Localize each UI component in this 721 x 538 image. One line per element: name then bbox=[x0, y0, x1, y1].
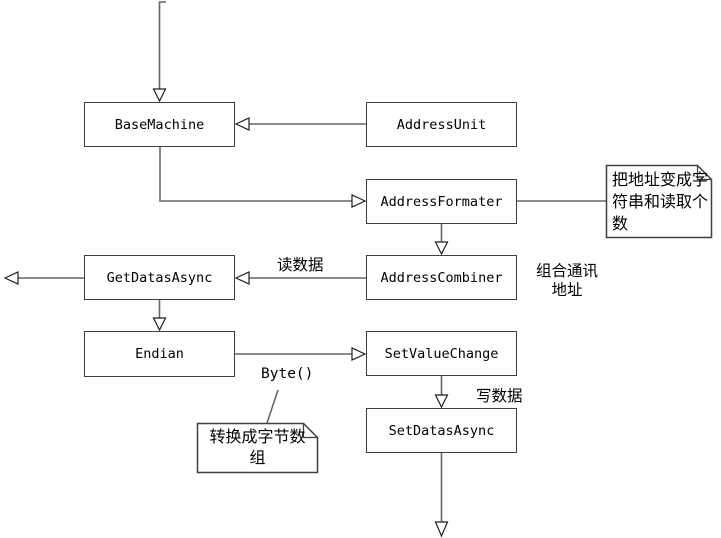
node-base-machine[interactable]: BaseMachine bbox=[84, 102, 235, 147]
edge-bytenote-diagonal bbox=[266, 389, 279, 424]
edge-label-read-data: 读数据 bbox=[277, 256, 324, 274]
note-fold-icon bbox=[696, 165, 712, 181]
arrowhead-down-icon bbox=[434, 394, 449, 409]
note-shape-byte bbox=[196, 422, 319, 474]
edge-label-combine-address: 组合通讯地址 bbox=[535, 262, 598, 299]
node-set-value-change[interactable]: SetValueChange bbox=[366, 331, 517, 376]
note-fold-icon bbox=[302, 423, 318, 439]
edge-top-to-basemachine bbox=[158, 1, 166, 89]
edge-label-write-data: 写数据 bbox=[476, 387, 523, 405]
node-label: GetDatasAsync bbox=[106, 269, 213, 286]
node-label: SetDatasAsync bbox=[388, 422, 495, 439]
note-byte-array[interactable]: 转换成字节数组 bbox=[209, 427, 306, 467]
node-address-unit[interactable]: AddressUnit bbox=[366, 102, 517, 147]
arrowhead-down-icon bbox=[152, 317, 167, 332]
note-shape-address bbox=[605, 164, 713, 239]
edge-basemachine-to-addressformater bbox=[159, 147, 352, 202]
arrowhead-left-icon bbox=[3, 271, 19, 285]
arrowhead-right-icon bbox=[351, 194, 367, 208]
node-label: Endian bbox=[135, 346, 184, 362]
arrowhead-left-icon bbox=[234, 271, 250, 285]
node-address-combiner[interactable]: AddressCombiner bbox=[366, 255, 517, 300]
arrowhead-left-icon bbox=[234, 117, 250, 131]
node-get-datas-async[interactable]: GetDatasAsync bbox=[84, 255, 235, 300]
node-label: AddressUnit bbox=[396, 116, 487, 133]
node-label: AddressCombiner bbox=[380, 269, 503, 286]
node-set-datas-async[interactable]: SetDatasAsync bbox=[366, 408, 517, 453]
arrowhead-down-icon bbox=[152, 88, 167, 103]
edge-label-byte-call: Byte() bbox=[261, 366, 314, 382]
arrowhead-down-icon bbox=[434, 521, 449, 538]
node-endian[interactable]: Endian bbox=[84, 331, 235, 377]
node-address-formater[interactable]: AddressFormater bbox=[366, 179, 517, 224]
node-label: SetValueChange bbox=[384, 345, 499, 362]
node-label: BaseMachine bbox=[114, 116, 205, 133]
note-address-format[interactable]: 把地址变成字符串和读取个数 bbox=[612, 170, 709, 233]
node-label: AddressFormater bbox=[380, 193, 503, 210]
arrowhead-right-icon bbox=[351, 347, 367, 361]
arrowhead-down-icon bbox=[434, 241, 449, 256]
